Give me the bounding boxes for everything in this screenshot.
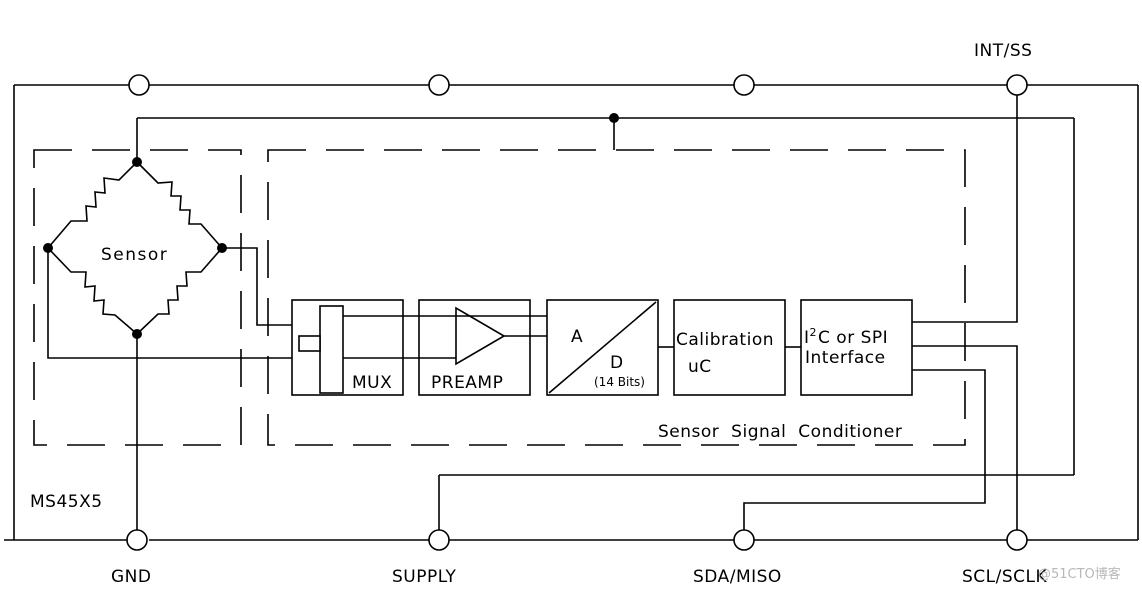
pin-scl-sclk-label: SCL/SCLK <box>962 567 1047 587</box>
watermark: @51CTO博客 <box>1038 566 1121 582</box>
pad-gnd <box>126 529 148 551</box>
pad-top-1 <box>128 74 150 96</box>
conditioner-dashed-enclosure <box>267 149 966 446</box>
mux-label: MUX <box>352 373 392 393</box>
interface-label: Interface <box>805 348 886 368</box>
interface-output-wires <box>743 95 1018 530</box>
pad-scl-sclk <box>1006 529 1028 551</box>
interface-block: I2C or SPI Interface <box>800 299 913 396</box>
pin-gnd-label: GND <box>111 567 151 587</box>
pad-top-3 <box>733 74 755 96</box>
preamp-block: PREAMP <box>418 299 531 396</box>
adc-d-label: D <box>610 353 624 373</box>
sensor-label: Sensor <box>101 245 168 265</box>
preamp-label: PREAMP <box>431 373 503 393</box>
pad-top-2 <box>428 74 450 96</box>
adc-a-label: A <box>571 327 583 347</box>
adc-block: A D (14 Bits) <box>546 299 659 396</box>
bridge-node-top <box>132 157 142 167</box>
calibration-uc-label: uC <box>688 357 712 377</box>
adc-bits-label: (14 Bits) <box>594 375 645 389</box>
calibration-label: Calibration <box>676 330 774 350</box>
conditioner-label: Sensor Signal Conditioner <box>658 422 902 442</box>
supply-junction-dot <box>609 113 619 123</box>
bridge-wires <box>47 247 320 530</box>
pin-supply-label: SUPPLY <box>392 567 456 587</box>
module-name-label: MS45X5 <box>30 492 103 512</box>
pin-int-ss-label: INT/SS <box>974 41 1032 61</box>
supply-rail-top <box>136 117 1075 530</box>
interface-protocol-label: I2C or SPI <box>804 326 888 348</box>
signal-chain-wires <box>343 315 801 359</box>
pad-sda-miso <box>733 529 755 551</box>
pad-int-ss <box>1006 74 1028 96</box>
pin-sda-miso-label: SDA/MISO <box>693 567 782 587</box>
module-outline <box>4 84 1139 541</box>
mux-block: MUX <box>291 299 404 396</box>
pad-supply <box>428 529 450 551</box>
calibration-block: Calibration uC <box>673 299 786 396</box>
pads <box>126 74 1028 551</box>
sensor-bridge: Sensor <box>43 157 227 339</box>
